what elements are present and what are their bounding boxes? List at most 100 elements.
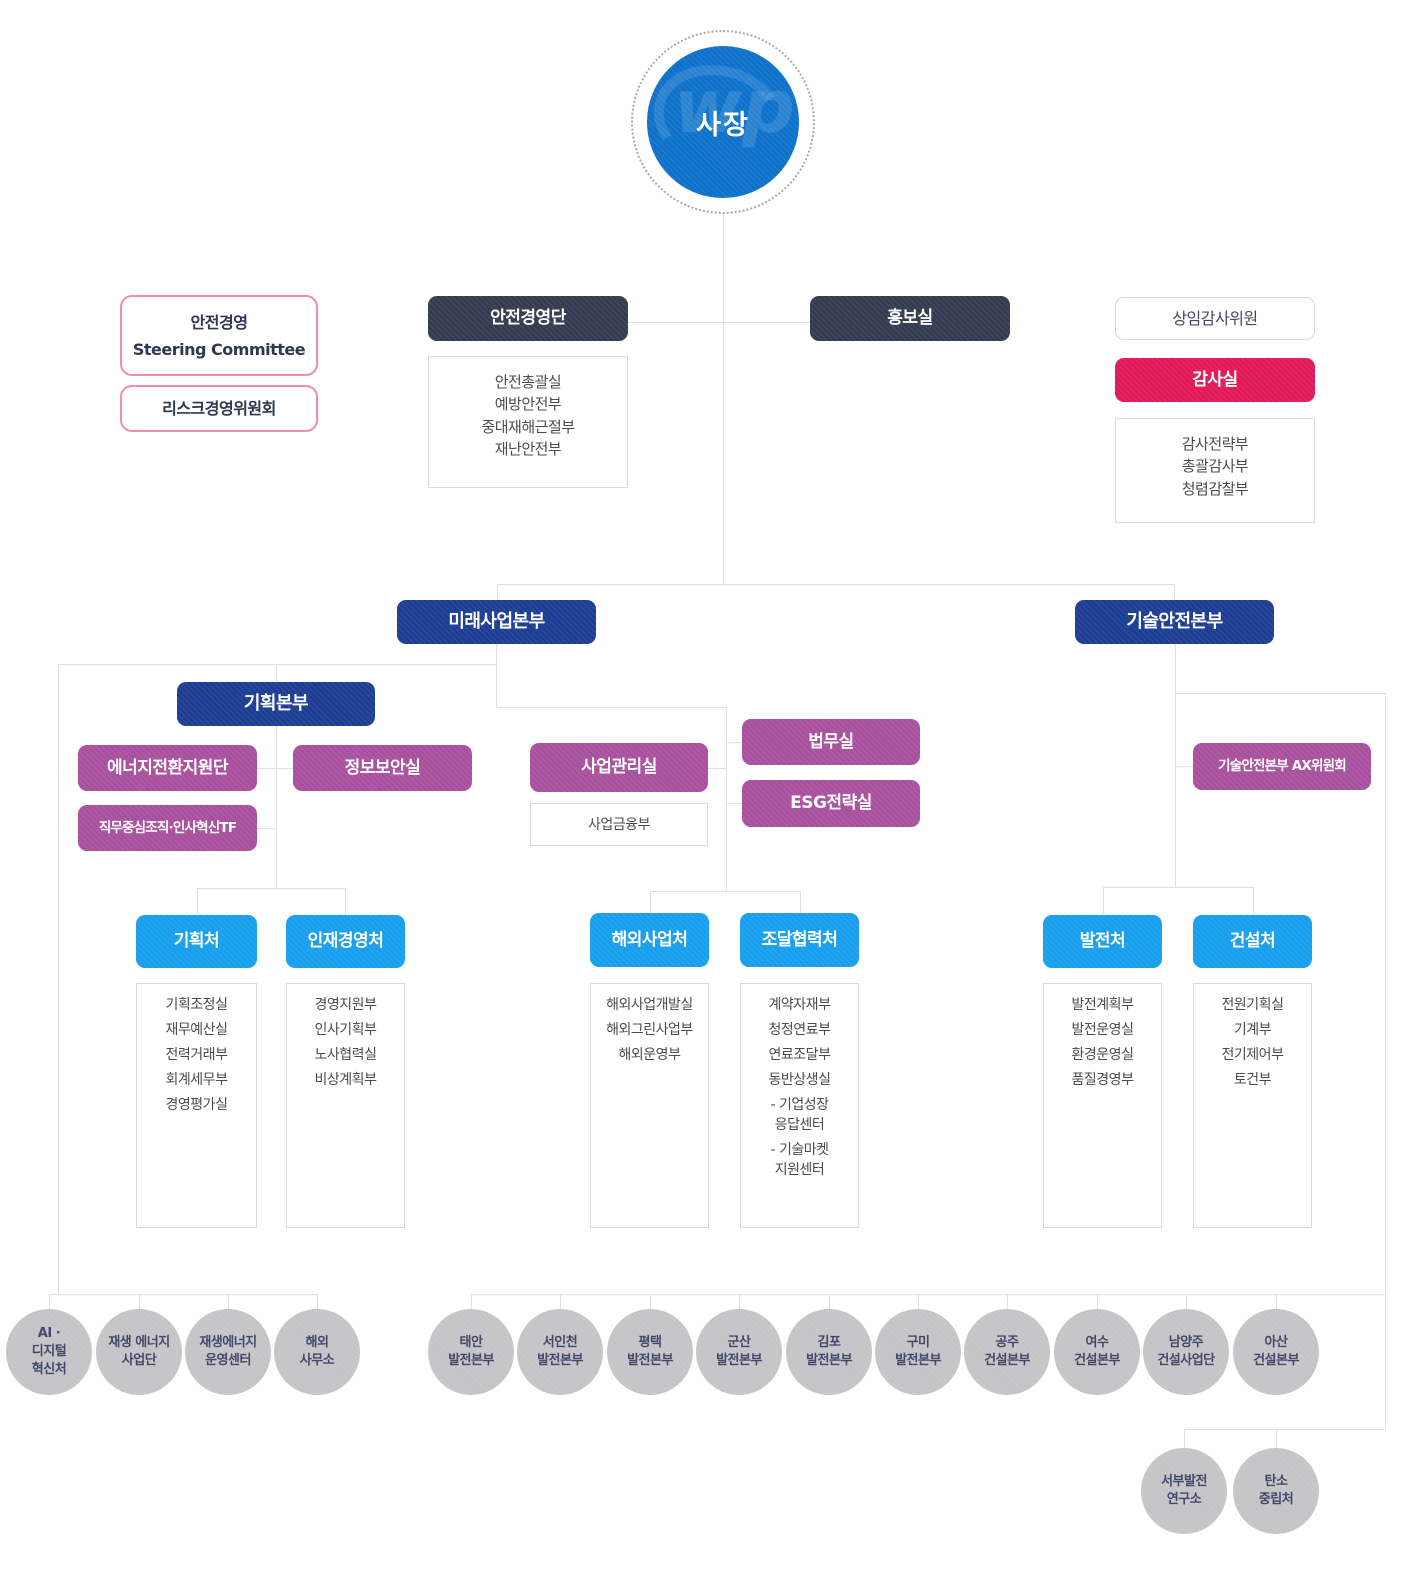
risk-management-committee: 리스크경영위원회 <box>120 385 318 432</box>
pr-office: 홍보실 <box>810 296 1010 341</box>
site-carbon-neutral: 탄소 중립처 <box>1233 1448 1319 1534</box>
site-drop <box>1276 1429 1277 1448</box>
construction-bureau-drop <box>1253 887 1254 915</box>
site-taean: 태안 발전본부 <box>428 1309 514 1395</box>
site-drop <box>1276 1294 1277 1309</box>
left-stem <box>58 664 59 1294</box>
site-pyeongtaek: 평택 발전본부 <box>607 1309 693 1395</box>
sub-department: 예방안전부 <box>494 395 562 413</box>
business-management-office: 사업관리실 <box>530 743 708 792</box>
sub-department: 전원기획실 <box>1221 997 1284 1013</box>
sub-department: 경영평가실 <box>165 1097 228 1113</box>
audit-office: 감사실 <box>1115 358 1315 402</box>
overseas-business-bureau: 해외사업처 <box>590 913 709 967</box>
overseas-bureau-drop <box>650 891 651 913</box>
future-business-division: 미래사업본부 <box>397 600 596 644</box>
sub-department: 전력거래부 <box>165 1047 228 1063</box>
sub-department: 사업금융부 <box>588 817 650 833</box>
business-mgmt-stub <box>708 768 726 769</box>
tech-division-elbow <box>1175 693 1385 694</box>
tech-division-drop <box>1174 584 1175 600</box>
safety-management-group: 안전경영단 <box>428 296 628 341</box>
center-stem <box>726 707 727 891</box>
site-drop <box>228 1294 229 1309</box>
sub-department: 중대재해근절부 <box>481 417 575 436</box>
site-gimpo: 김포 발전본부 <box>786 1309 872 1395</box>
sub-department: 발전운영실 <box>1071 1022 1134 1038</box>
planning-bureau: 기획처 <box>136 915 257 968</box>
legal-office: 법무실 <box>742 719 920 765</box>
future-division-drop <box>497 584 498 600</box>
left-sites-rail <box>49 1294 317 1295</box>
sub-department: 기획조정실 <box>165 997 228 1013</box>
standing-audit-commissioner: 상임감사위원 <box>1115 297 1315 340</box>
site-drop <box>739 1294 740 1309</box>
site-renewable-energy-center: 재생에너지 운영센터 <box>185 1309 271 1395</box>
ceo-ring: wp 사장 <box>631 30 815 214</box>
sub-department: 발전계획부 <box>1071 997 1134 1013</box>
job-tf-stub <box>257 828 276 829</box>
main-sites-rail <box>471 1294 1385 1295</box>
site-drop <box>1184 1429 1185 1448</box>
esg-strategy-office: ESG전략실 <box>742 780 920 827</box>
site-seoincheon: 서인천 발전본부 <box>517 1309 603 1395</box>
sub-department: 재난안전부 <box>494 440 562 458</box>
sub-department: 감사전략부 <box>1181 434 1249 453</box>
legal-stub <box>726 742 742 743</box>
sub-department: 해외그린사업부 <box>606 1022 693 1038</box>
sub-department: 청렴감찰부 <box>1181 479 1249 498</box>
planning-bureaus-rail <box>197 888 345 889</box>
sub-department: 해외운영부 <box>618 1047 681 1063</box>
site-ai-digital-innovation: AI · 디지털 혁신처 <box>6 1309 92 1395</box>
sub-department: 연료조달부 <box>768 1047 831 1063</box>
sites-stem <box>1385 693 1386 1429</box>
sub-department: 해외사업개발실 <box>606 997 693 1013</box>
site-gumi: 구미 발전본부 <box>875 1309 961 1395</box>
site-gunsan: 군산 발전본부 <box>696 1309 782 1395</box>
planning-branch-rail <box>58 664 497 665</box>
sub-department: 기계부 <box>1233 1022 1272 1038</box>
planning-stem <box>276 664 277 888</box>
info-security-office: 정보보안실 <box>293 745 472 791</box>
business-management-departments: 사업금융부 <box>530 803 708 846</box>
job-centered-org-hr-innovation-tf: 직무중심조직·인사혁신TF <box>78 805 257 851</box>
future-division-elbow <box>496 707 727 708</box>
site-namyangju: 남양주 건설사업단 <box>1143 1309 1229 1395</box>
site-drop <box>139 1294 140 1309</box>
sub-department: 경영지원부 <box>314 997 377 1013</box>
site-drop <box>918 1294 919 1309</box>
ceo-label: 사장 <box>696 109 750 141</box>
ceo-stem <box>723 214 724 584</box>
sub-department: 토건부 <box>1233 1072 1272 1088</box>
site-renewable-energy-group: 재생 에너지 사업단 <box>96 1309 182 1395</box>
tech-safety-ax-committee: 기술안전본부 AX위원회 <box>1193 743 1371 790</box>
ax-committee-stub <box>1175 766 1193 767</box>
sub-department: 인사기획부 <box>314 1022 377 1038</box>
site-overseas-offices: 해외 사무소 <box>274 1309 360 1395</box>
sub-department: 비상계획부 <box>314 1072 377 1088</box>
site-asan: 아산 건설본부 <box>1233 1309 1319 1395</box>
sub-department: - 기술마켓 지원센터 <box>770 1142 829 1178</box>
generation-bureau-drop <box>1103 887 1104 915</box>
procurement-cooperation-bureau: 조달협력처 <box>740 913 859 967</box>
power-generation-bureau: 발전처 <box>1043 915 1162 968</box>
site-drop <box>650 1294 651 1309</box>
talent-management-bureau: 인재경영처 <box>286 915 405 968</box>
site-drop <box>49 1294 50 1309</box>
sub-department: 청정연료부 <box>768 1022 831 1038</box>
safety-steering-committee: 안전경영 Steering Committee <box>120 295 318 376</box>
sub-department: 전기제어부 <box>1221 1047 1284 1063</box>
site-research-institute: 서부발전 연구소 <box>1141 1448 1227 1534</box>
tech-division-stem <box>1175 644 1176 887</box>
future-division-stem <box>496 644 497 708</box>
procurement-bureau-drop <box>800 891 801 913</box>
sub-department: 안전총괄실 <box>494 372 562 391</box>
